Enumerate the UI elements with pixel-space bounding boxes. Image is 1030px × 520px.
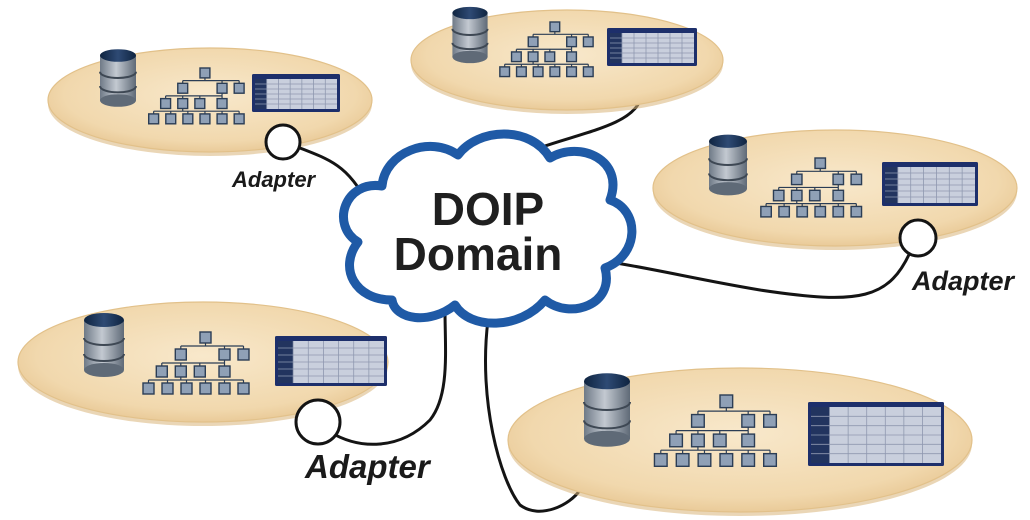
link-platform-bottomright bbox=[484, 318, 582, 513]
data-table-icon bbox=[607, 28, 697, 66]
database-icon bbox=[83, 313, 125, 377]
database-icon bbox=[583, 373, 631, 447]
data-table-icon bbox=[252, 74, 340, 112]
cloud-icon bbox=[339, 129, 637, 328]
adapter-circle-icon bbox=[264, 123, 302, 161]
domain-title-line2: Domain bbox=[394, 228, 563, 280]
hierarchy-icon bbox=[142, 331, 250, 395]
database-icon bbox=[451, 6, 489, 64]
hierarchy-icon bbox=[653, 394, 778, 467]
adapter-circle-icon bbox=[898, 218, 938, 258]
adapter-label-topleft: Adapter bbox=[231, 167, 317, 192]
platform-top-left bbox=[47, 47, 373, 156]
link-adapter-bottomleft bbox=[328, 308, 448, 446]
doip-domain-cloud: DOIP Domain bbox=[339, 129, 637, 328]
adapter-label-bottomleft: Adapter bbox=[304, 448, 432, 485]
platforms bbox=[17, 6, 1018, 516]
database-icon bbox=[99, 49, 137, 107]
platform-bottom-left bbox=[17, 301, 389, 426]
adapters: Adapter Adapter Adapter bbox=[231, 123, 1016, 485]
hierarchy-icon bbox=[760, 157, 863, 218]
platform-bottom-right bbox=[507, 367, 973, 516]
adapter-circle-icon bbox=[294, 398, 342, 446]
platform-top-center bbox=[410, 6, 724, 114]
platform-right bbox=[652, 129, 1018, 250]
data-table-icon bbox=[882, 162, 978, 206]
database-icon bbox=[708, 134, 748, 196]
domain-title-line1: DOIP bbox=[432, 183, 544, 235]
hierarchy-icon bbox=[147, 67, 245, 125]
link-adapter-right bbox=[608, 246, 914, 299]
data-table-icon bbox=[275, 336, 387, 386]
hierarchy-icon bbox=[499, 21, 594, 78]
data-table-icon bbox=[808, 402, 944, 466]
adapter-label-right: Adapter bbox=[911, 266, 1016, 296]
